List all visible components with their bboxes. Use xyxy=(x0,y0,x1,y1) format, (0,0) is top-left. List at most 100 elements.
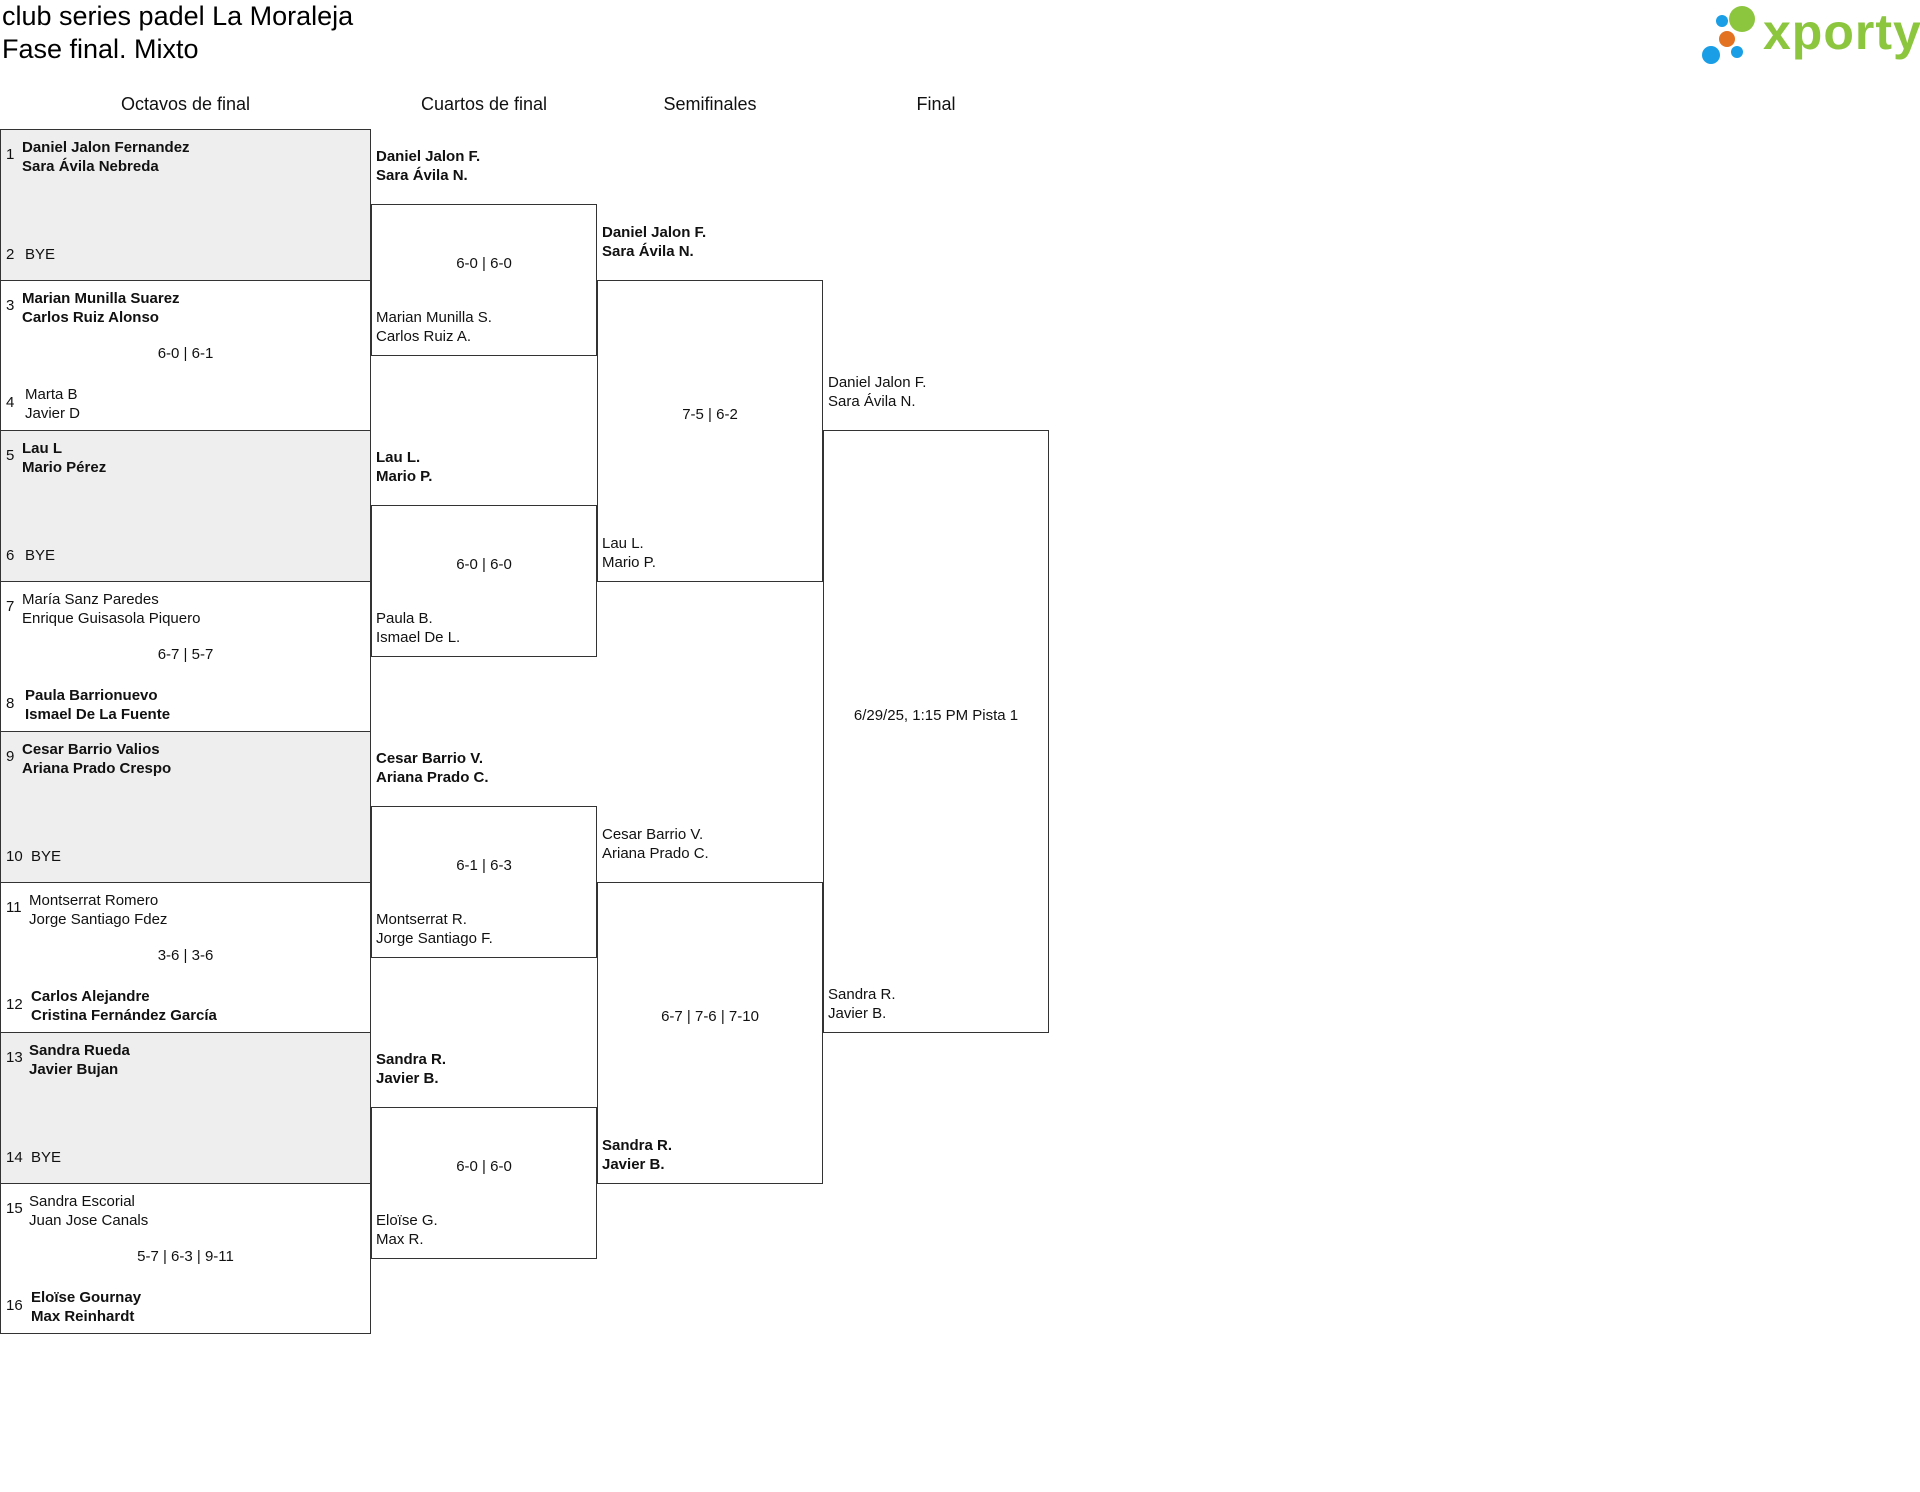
seed-number: 14 xyxy=(6,1149,23,1166)
match-box[interactable] xyxy=(371,1107,597,1259)
match-score: 6-7 | 5-7 xyxy=(157,645,214,663)
team-name: Paula Barrionuevo xyxy=(25,686,158,704)
seed-number: 3 xyxy=(6,296,15,314)
team-name: Daniel Jalon F. xyxy=(376,148,481,166)
match-box[interactable] xyxy=(0,731,371,883)
team-name: Sara Ávila N. xyxy=(376,167,468,185)
seed-number: 16 xyxy=(6,1296,23,1314)
team-name: Ismael De La Fuente xyxy=(25,705,171,723)
team-name: Sara Ávila N. xyxy=(602,242,694,260)
team-name: Javier Bujan xyxy=(29,1061,119,1078)
team-name: Cesar Barrio Valios xyxy=(22,741,160,758)
round-header-cuartos: Cuartos de final xyxy=(420,94,548,114)
tournament-title: club series padel La Moraleja xyxy=(2,1,354,31)
team-name: Sara Ávila Nebreda xyxy=(22,158,159,175)
team-name: Marian Munilla S. xyxy=(376,308,492,326)
seed-number: 10 xyxy=(6,848,23,865)
team-name: Carlos Ruiz Alonso xyxy=(22,308,159,326)
team-name: Javier B. xyxy=(602,1155,665,1173)
team-name: Daniel Jalon F. xyxy=(828,374,927,391)
team-name: Ariana Prado Crespo xyxy=(22,760,172,777)
match-box[interactable] xyxy=(371,505,597,657)
xporty-logo-icon xyxy=(1702,6,1755,64)
seed-number: 8 xyxy=(6,694,15,712)
xporty-logo-text: xporty xyxy=(1763,4,1920,60)
match-score: 7-5 | 6-2 xyxy=(682,405,738,423)
team-name: Montserrat Romero xyxy=(29,891,159,909)
seed-number: 1 xyxy=(6,146,15,163)
team-name: Mario Pérez xyxy=(22,459,107,476)
seed-number: 13 xyxy=(6,1049,23,1066)
match-score: 6-7 | 7-6 | 7-10 xyxy=(661,1007,759,1025)
bye-label: BYE xyxy=(25,547,56,564)
match-score: 6-0 | 6-0 xyxy=(456,556,512,573)
seed-number: 5 xyxy=(6,447,15,464)
team-name: Enrique Guisasola Piquero xyxy=(22,609,201,627)
team-name: Cesar Barrio V. xyxy=(602,825,704,843)
match-score: 5-7 | 6-3 | 9-11 xyxy=(137,1247,234,1265)
match-box[interactable] xyxy=(597,279,823,582)
team-name: Daniel Jalon Fernandez xyxy=(22,139,190,156)
seed-number: 6 xyxy=(6,547,15,564)
team-name: Javier B. xyxy=(376,1070,439,1088)
bye-label: BYE xyxy=(25,246,56,263)
team-name: Eloïse G. xyxy=(376,1211,438,1229)
team-name: Sandra R. xyxy=(602,1136,673,1154)
match-score: 6-0 | 6-1 xyxy=(157,344,214,362)
team-name: Ismael De L. xyxy=(376,628,461,646)
match-box[interactable] xyxy=(823,430,1049,1033)
team-name: Mario P. xyxy=(376,468,433,486)
bye-label: BYE xyxy=(31,1149,62,1166)
round-header-final: Final xyxy=(916,94,956,114)
seed-number: 2 xyxy=(6,246,15,263)
team-name: Cesar Barrio V. xyxy=(376,750,484,768)
seed-number: 12 xyxy=(6,995,23,1013)
match-score: 6-1 | 6-3 xyxy=(456,857,512,874)
team-name: Marta B xyxy=(25,385,78,403)
team-name: Daniel Jalon F. xyxy=(602,223,707,241)
match-box[interactable] xyxy=(371,806,597,958)
team-name: Mario P. xyxy=(602,553,656,571)
bye-label: BYE xyxy=(31,848,62,865)
xporty-logo[interactable]: xporty xyxy=(1695,0,1920,70)
team-name: Max R. xyxy=(376,1230,424,1248)
team-name: Juan Jose Canals xyxy=(29,1211,149,1229)
team-name: Sandra Escorial xyxy=(29,1192,135,1210)
match-box[interactable] xyxy=(0,129,371,281)
team-name: Eloïse Gournay xyxy=(31,1288,142,1306)
match-score: 6-0 | 6-0 xyxy=(456,1158,512,1175)
team-name: Ariana Prado C. xyxy=(376,769,489,787)
seed-number: 9 xyxy=(6,748,15,765)
match-box[interactable] xyxy=(0,1032,371,1184)
team-name: Jorge Santiago Fdez xyxy=(29,910,168,928)
team-name: Lau L. xyxy=(602,534,644,552)
team-name: Sandra Rueda xyxy=(29,1042,130,1059)
team-name: Cristina Fernández García xyxy=(31,1006,217,1024)
team-name: Sandra R. xyxy=(828,986,896,1003)
team-name: Max Reinhardt xyxy=(31,1307,135,1325)
team-name: Javier B. xyxy=(828,1005,887,1022)
team-name: Montserrat R. xyxy=(376,910,467,928)
match-score: 6-0 | 6-0 xyxy=(456,255,512,272)
team-name: Javier D xyxy=(25,404,81,422)
match-box[interactable] xyxy=(371,204,597,356)
round-header-semifinales: Semifinales xyxy=(663,94,757,114)
team-name: Ariana Prado C. xyxy=(602,844,709,862)
team-name: Carlos Ruiz A. xyxy=(376,327,472,345)
seed-number: 4 xyxy=(6,393,15,411)
match-box[interactable] xyxy=(0,430,371,582)
match-box[interactable] xyxy=(597,881,823,1184)
team-name: María Sanz Paredes xyxy=(22,590,159,608)
match-score: 3-6 | 3-6 xyxy=(157,946,214,964)
match-schedule: 6/29/25, 1:15 PM Pista 1 xyxy=(853,706,1019,724)
team-name: Paula B. xyxy=(376,609,433,627)
team-name: Sandra R. xyxy=(376,1051,447,1069)
match-box[interactable] xyxy=(0,1182,371,1334)
seed-number: 11 xyxy=(6,898,22,916)
seed-number: 7 xyxy=(6,597,15,615)
seed-number: 15 xyxy=(6,1199,23,1217)
team-name: Marian Munilla Suarez xyxy=(22,289,180,307)
team-name: Sara Ávila N. xyxy=(828,393,916,410)
team-name: Carlos Alejandre xyxy=(31,987,150,1005)
phase-title: Fase final. Mixto xyxy=(2,34,199,64)
